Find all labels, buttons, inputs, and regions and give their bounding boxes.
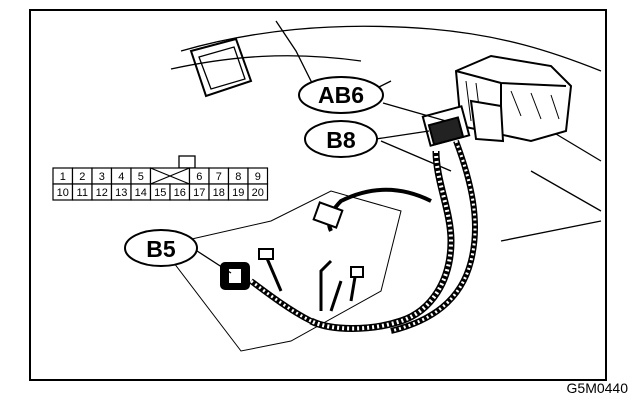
pin-7-number: 7 [216, 171, 222, 183]
pin-17-number: 17 [193, 187, 205, 199]
wire-harness [249, 139, 478, 334]
connector-b5 [220, 262, 250, 290]
figure-id: G5M0440 [566, 380, 628, 396]
ab6-label: AB6 [318, 82, 364, 108]
pin-20-number: 20 [252, 187, 264, 199]
pin-13-number: 13 [115, 187, 127, 199]
connector-small [258, 201, 364, 278]
connector-cluster-ab6-b8 [421, 99, 505, 147]
pin-18-number: 18 [213, 187, 225, 199]
pin-grid-key [178, 155, 196, 169]
pin-10-number: 10 [57, 187, 69, 199]
leader-lines [193, 102, 447, 274]
pin-19-number: 19 [232, 187, 244, 199]
pin-12-number: 12 [96, 187, 108, 199]
pin-grid-bottom-row: 10 11 12 13 14 15 16 17 18 19 20 [52, 183, 269, 201]
pin-6-number: 6 [196, 171, 202, 183]
pin-1-number: 1 [60, 171, 66, 183]
pin-blank-cross-line [150, 167, 190, 185]
pin-grid-top-row: 1 2 3 4 5 6 7 8 9 [52, 167, 269, 185]
callout-ab6: AB6 [298, 76, 384, 114]
pin-2-number: 2 [79, 171, 85, 183]
vehicle-structure [160, 20, 602, 352]
pin-5-number: 5 [138, 171, 144, 183]
b8-label: B8 [326, 127, 356, 153]
pin-9-number: 9 [255, 171, 261, 183]
pin-11-number: 11 [77, 187, 88, 199]
pin-16-number: 16 [174, 187, 186, 199]
b5-label: B5 [146, 236, 176, 262]
pin-15-number: 15 [154, 187, 166, 199]
callout-b5: B5 [124, 229, 198, 267]
pin-14-number: 14 [135, 187, 147, 199]
control-unit [454, 54, 573, 143]
pin-4-number: 4 [118, 171, 124, 183]
pin-3-number: 3 [99, 171, 105, 183]
pin-20-cell [247, 183, 269, 201]
callout-b8: B8 [304, 120, 378, 158]
pin-8-number: 8 [235, 171, 241, 183]
